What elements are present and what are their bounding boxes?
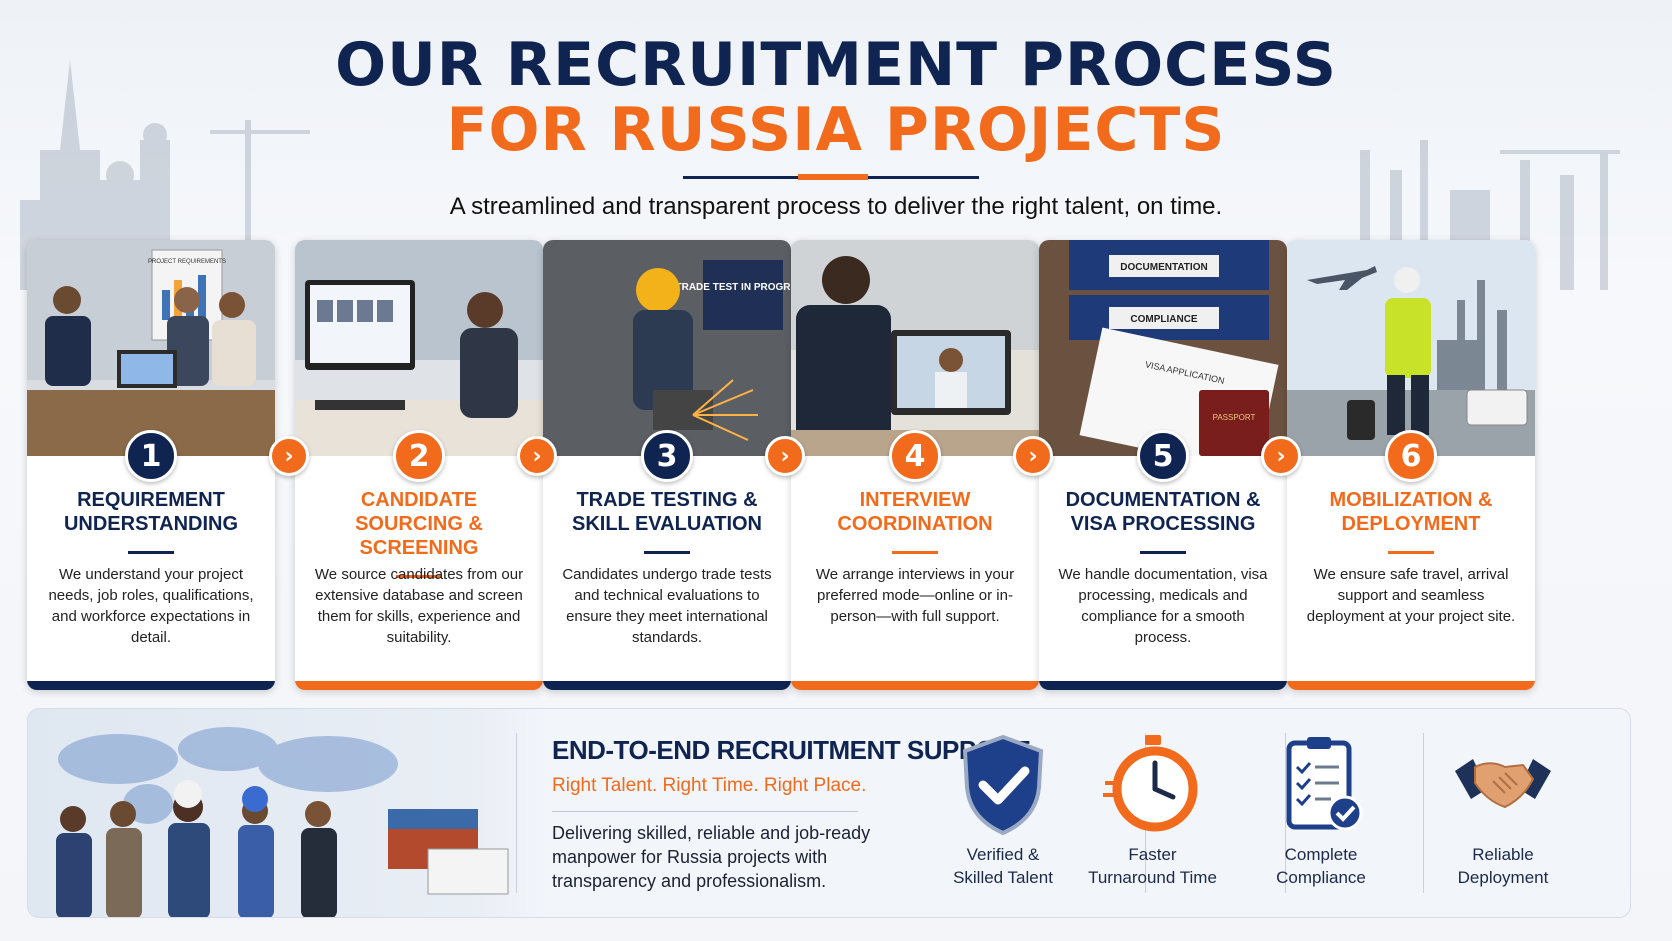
step-arrow-1-icon: › bbox=[269, 436, 309, 476]
step-5-binder-label: DOCUMENTATION bbox=[1120, 262, 1207, 273]
step-arrow-3-icon: › bbox=[765, 436, 805, 476]
title-divider bbox=[683, 174, 979, 180]
banner-heading: END-TO-END RECRUITMENT SUPPORT bbox=[552, 735, 1030, 765]
process-steps: PROJECT REQUIREMENTS 1 REQUIREMENT UNDER… bbox=[27, 240, 1629, 690]
feature-separator-2 bbox=[1285, 733, 1286, 893]
step-3-photo-sign: TRADE TEST IN PROGRESS bbox=[675, 282, 791, 293]
step-1-photo: PROJECT REQUIREMENTS bbox=[27, 240, 275, 456]
step-2-bottom-bar bbox=[295, 681, 543, 690]
banner-tagline-rule bbox=[552, 811, 858, 812]
step-6-description: We ensure safe travel, arrival support a… bbox=[1306, 566, 1516, 625]
step-5-number: 5 bbox=[1137, 430, 1189, 482]
title-divider-accent bbox=[798, 174, 868, 180]
workforce-scene-image bbox=[28, 709, 548, 917]
step-4-photo bbox=[791, 240, 1039, 456]
step-2-title: CANDIDATE SOURCING & SCREENING bbox=[355, 489, 483, 559]
title-line-1: OUR RECRUITMENT PROCESS bbox=[335, 30, 1337, 100]
handshake-icon bbox=[1455, 759, 1551, 809]
step-5-passport-label: PASSPORT bbox=[1213, 413, 1256, 422]
step-5-photo: DOCUMENTATION COMPLIANCE VISA APPLICATIO… bbox=[1039, 240, 1287, 456]
step-1-description: We understand your project needs, job ro… bbox=[48, 566, 254, 646]
step-5-bottom-bar bbox=[1039, 681, 1287, 690]
banner-divider bbox=[516, 733, 517, 893]
step-5-description: We handle documentation, visa processing… bbox=[1058, 566, 1268, 646]
banner-description: Delivering skilled, reliable and job-rea… bbox=[552, 823, 871, 891]
step-2-description: We source candidates from our extensive … bbox=[314, 566, 524, 646]
page-subtitle: A streamlined and transparent process to… bbox=[449, 193, 1223, 220]
feature-verified-talent: Verified & Skilled Talent bbox=[928, 723, 1078, 908]
feature-deployment: Reliable Deployment bbox=[1428, 723, 1578, 908]
shield-check-icon bbox=[962, 734, 1044, 836]
step-3-photo: TRADE TEST IN PROGRESS bbox=[543, 240, 791, 456]
step-1-title: REQUIREMENT UNDERSTANDING bbox=[63, 489, 239, 535]
step-5-title: DOCUMENTATION & VISA PROCESSING bbox=[1065, 489, 1261, 535]
clipboard-check-icon bbox=[1286, 737, 1363, 831]
step-3-title: TRADE TESTING & SKILL EVALUATION bbox=[572, 489, 762, 535]
step-6-title: MOBILIZATION & DEPLOYMENT bbox=[1329, 489, 1493, 535]
step-2-number: 2 bbox=[393, 430, 445, 482]
background-skyline bbox=[20, 60, 1620, 290]
feature-separator-3 bbox=[1423, 733, 1424, 893]
support-banner: END-TO-END RECRUITMENT SUPPORT Right Tal… bbox=[27, 708, 1631, 918]
step-5-binder2-label: COMPLIANCE bbox=[1130, 314, 1198, 325]
step-3-bottom-bar bbox=[543, 681, 791, 690]
step-4-description: We arrange interviews in your preferred … bbox=[815, 566, 1015, 625]
step-3-number: 3 bbox=[641, 430, 693, 482]
step-5-underline bbox=[1140, 551, 1186, 554]
step-card-1: PROJECT REQUIREMENTS 1 REQUIREMENT UNDER… bbox=[27, 240, 275, 690]
step-6-underline bbox=[1388, 551, 1434, 554]
step-4-bottom-bar bbox=[791, 681, 1039, 690]
step-card-3: TRADE TEST IN PROGRESS 3 TRADE TESTING &… bbox=[543, 240, 791, 690]
feature-compliance: Complete Compliance bbox=[1246, 723, 1396, 908]
step-4-title: INTERVIEW COORDINATION bbox=[837, 489, 993, 535]
step-6-bottom-bar bbox=[1287, 681, 1535, 690]
step-card-2: 2 CANDIDATE SOURCING & SCREENING We sour… bbox=[295, 240, 543, 690]
step-2-underline bbox=[396, 575, 442, 578]
feature-label-turnaround: Faster Turnaround Time bbox=[1088, 845, 1217, 887]
step-card-5: DOCUMENTATION COMPLIANCE VISA APPLICATIO… bbox=[1039, 240, 1287, 690]
feature-label-verified: Verified & Skilled Talent bbox=[953, 845, 1053, 887]
step-1-photo-sign: PROJECT REQUIREMENTS bbox=[148, 259, 226, 265]
step-1-underline bbox=[128, 551, 174, 554]
step-arrow-5-icon: › bbox=[1261, 436, 1301, 476]
banner-tagline: Right Talent. Right Time. Right Place. bbox=[552, 775, 867, 796]
step-3-description: Candidates undergo trade tests and techn… bbox=[562, 566, 772, 646]
step-arrow-4-icon: › bbox=[1013, 436, 1053, 476]
step-2-photo bbox=[295, 240, 543, 456]
step-arrow-2-icon: › bbox=[517, 436, 557, 476]
step-4-underline bbox=[892, 551, 938, 554]
feature-turnaround-time: Faster Turnaround Time bbox=[1075, 723, 1230, 908]
step-4-number: 4 bbox=[889, 430, 941, 482]
title-line-2: FOR RUSSIA PROJECTS bbox=[446, 95, 1226, 165]
step-1-number: 1 bbox=[125, 430, 177, 482]
feature-label-compliance: Complete Compliance bbox=[1276, 845, 1366, 887]
step-3-underline bbox=[644, 551, 690, 554]
step-card-6: 6 MOBILIZATION & DEPLOYMENT We ensure sa… bbox=[1287, 240, 1535, 690]
step-card-4: 4 INTERVIEW COORDINATION We arrange inte… bbox=[791, 240, 1039, 690]
stopwatch-icon bbox=[1102, 735, 1197, 832]
step-6-number: 6 bbox=[1385, 430, 1437, 482]
step-6-photo bbox=[1287, 240, 1535, 456]
step-1-bottom-bar bbox=[27, 681, 275, 690]
feature-label-deployment: Reliable Deployment bbox=[1457, 845, 1549, 887]
